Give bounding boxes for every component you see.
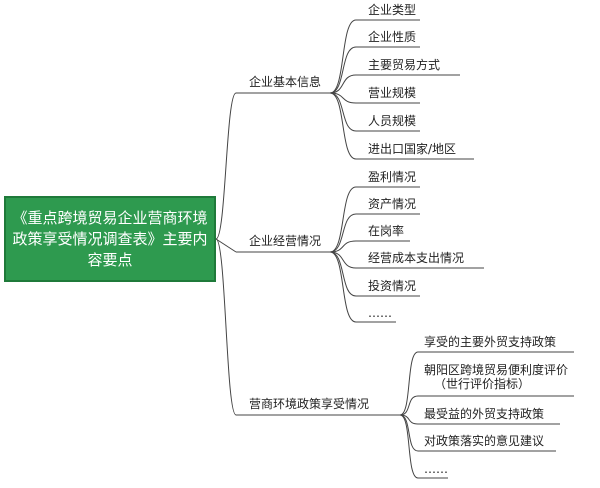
connector-b1-leaf1	[329, 19, 357, 94]
leaf-trade-mode[interactable]: 主要贸易方式	[368, 58, 441, 72]
leaf-assets[interactable]: 资产情况	[368, 197, 417, 211]
leaf-enterprise-nature[interactable]: 企业性质	[368, 30, 417, 44]
connector-b2-leaf2	[329, 213, 357, 253]
connector-b2-leaf6	[329, 251, 357, 323]
connector-b3-leaf1	[399, 351, 419, 416]
leaf-policy-suggestions[interactable]: 对政策落实的意见建议	[424, 434, 545, 448]
leaf-investment[interactable]: 投资情况	[368, 279, 417, 293]
connector-root-branch2	[215, 238, 237, 253]
connector-b1-leaf6	[329, 92, 357, 160]
leaf-profit[interactable]: 盈利情况	[368, 170, 417, 184]
root-topic[interactable]: 《重点跨境贸易企业营商环境政策享受情况调查表》主要内容要点	[4, 196, 216, 282]
leaf-trade-facilitation-eval[interactable]: 朝阳区跨境贸易便利度评价 （世行评价指标）	[424, 363, 569, 391]
connector-b2-leaf1	[329, 186, 357, 253]
leaf-employment-rate[interactable]: 在岗率	[368, 224, 405, 238]
connector-root-branch1	[215, 92, 237, 240]
leaf-more-policy[interactable]: ……	[424, 462, 448, 476]
leaf-most-beneficial-policy[interactable]: 最受益的外贸支持政策	[424, 407, 545, 421]
connector-b3-leaf5	[399, 414, 419, 479]
leaf-main-trade-policy[interactable]: 享受的主要外贸支持政策	[424, 335, 557, 349]
leaf-import-export-region[interactable]: 进出口国家/地区	[368, 142, 457, 156]
branch-enterprise-operation[interactable]: 企业经营情况	[249, 234, 322, 248]
leaf-staff-scale[interactable]: 人员规模	[368, 114, 417, 128]
leaf-more-operation[interactable]: ……	[368, 306, 392, 320]
leaf-enterprise-type[interactable]: 企业类型	[368, 3, 417, 17]
connector-b1-leaf3	[329, 74, 357, 94]
leaf-business-scale[interactable]: 营业规模	[368, 86, 417, 100]
connector-b1-leaf2	[329, 46, 357, 94]
connector-root-branch3	[215, 238, 237, 416]
connector-b3-leaf2	[399, 395, 419, 416]
connector-b2-leaf3	[329, 240, 357, 253]
root-topic-text: 《重点跨境贸易企业营商环境政策享受情况调查表》主要内容要点	[12, 208, 208, 269]
branch-enterprise-basic-info[interactable]: 企业基本信息	[249, 75, 322, 89]
branch-policy-enjoyment[interactable]: 营商环境政策享受情况	[249, 397, 370, 411]
leaf-operating-cost[interactable]: 经营成本支出情况	[368, 251, 465, 265]
